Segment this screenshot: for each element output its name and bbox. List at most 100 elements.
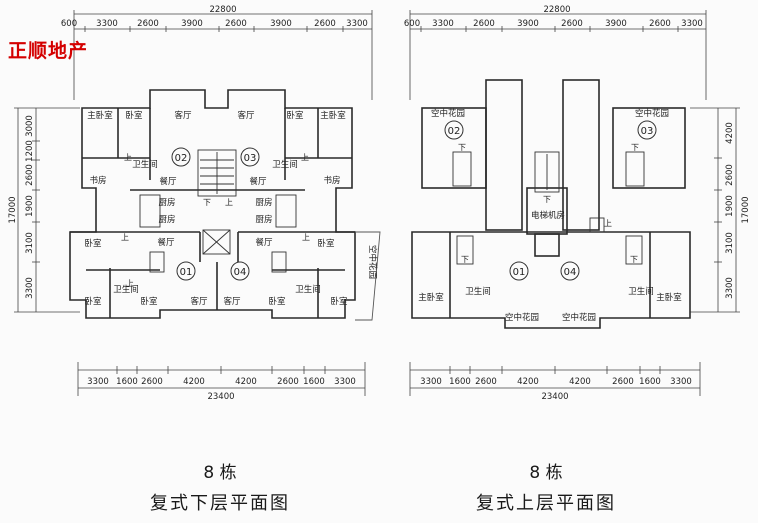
upper-floor-plan: 22800 600 3300 2600 3900 2600 3900 2600 … bbox=[404, 5, 751, 402]
stair-mark: 下 bbox=[458, 143, 466, 152]
room-label: 厨房 bbox=[255, 214, 272, 225]
upper-bottom-dim: 3300 bbox=[420, 377, 442, 387]
room-label: 卧室 bbox=[268, 296, 286, 307]
unit-marker bbox=[509, 261, 529, 281]
upper-walls bbox=[411, 79, 691, 329]
room-label: 空中花园 bbox=[431, 108, 465, 119]
lower-unit-markers bbox=[171, 147, 260, 281]
stair-mark: 上 bbox=[225, 198, 233, 207]
unit-marker bbox=[171, 147, 191, 167]
room-label: 电梯机房 bbox=[531, 210, 565, 221]
lower-left-dim: 1900 bbox=[25, 195, 35, 217]
stair-mark: 上 bbox=[124, 153, 132, 162]
unit-number: 02 bbox=[448, 126, 461, 137]
upper-bottom-total: 23400 bbox=[541, 392, 568, 402]
lower-left-dim: 3000 bbox=[25, 115, 35, 137]
upper-top-dimensions bbox=[409, 10, 707, 100]
upper-bottom-dim: 2600 bbox=[612, 377, 634, 387]
lower-building-label: 8 栋 bbox=[203, 463, 237, 483]
lower-bottom-dim: 1600 bbox=[116, 377, 138, 387]
stair-mark: 下 bbox=[461, 255, 469, 264]
room-label: 书房 bbox=[89, 175, 106, 186]
unit-number: 03 bbox=[641, 126, 654, 137]
upper-top-dim: 3900 bbox=[517, 19, 539, 29]
stair-mark: 下 bbox=[543, 195, 551, 204]
unit-number: 04 bbox=[564, 267, 577, 278]
lower-top-dim: 2600 bbox=[137, 19, 159, 29]
room-label: 卧室 bbox=[84, 238, 102, 249]
room-label: 空中花园 bbox=[562, 312, 596, 323]
lower-bottom-dim: 4200 bbox=[183, 377, 205, 387]
upper-bottom-dim: 2600 bbox=[475, 377, 497, 387]
room-label: 空中花园 bbox=[367, 245, 378, 279]
stair-mark: 上 bbox=[121, 233, 129, 242]
room-label: 客厅 bbox=[237, 110, 255, 121]
lower-floor-plan: 22800 600 3300 2600 3900 2600 3900 2600 … bbox=[8, 5, 381, 402]
upper-top-total: 22800 bbox=[543, 5, 570, 15]
room-label: 卧室 bbox=[140, 296, 158, 307]
room-label: 主卧室 bbox=[418, 292, 444, 303]
room-label: 书房 bbox=[323, 175, 340, 186]
upper-right-total: 17000 bbox=[741, 196, 751, 223]
lower-top-dim: 2600 bbox=[314, 19, 336, 29]
upper-bottom-dim: 3300 bbox=[670, 377, 692, 387]
upper-plan-title: 复式上层平面图 bbox=[476, 493, 616, 514]
lower-top-dimensions bbox=[73, 10, 373, 100]
room-label: 卫生间 bbox=[295, 284, 321, 295]
upper-top-dim: 2600 bbox=[649, 19, 671, 29]
lower-bottom-dim: 3300 bbox=[334, 377, 356, 387]
unit-marker bbox=[176, 261, 196, 281]
upper-building-label: 8 栋 bbox=[529, 463, 563, 483]
stair-mark: 上 bbox=[126, 279, 134, 288]
room-label: 餐厅 bbox=[157, 238, 175, 248]
lower-left-total: 17000 bbox=[8, 196, 18, 223]
room-label: 卫生间 bbox=[132, 159, 158, 170]
upper-right-dim: 4200 bbox=[725, 122, 735, 144]
room-label: 卧室 bbox=[125, 110, 143, 121]
room-label: 卫生间 bbox=[113, 284, 139, 295]
lower-top-dim: 3300 bbox=[346, 19, 368, 29]
room-label: 卫生间 bbox=[628, 286, 654, 297]
stair-mark: 下 bbox=[630, 255, 638, 264]
stair-mark: 上 bbox=[301, 153, 309, 162]
room-label: 客厅 bbox=[190, 296, 208, 307]
upper-top-dim: 3300 bbox=[681, 19, 703, 29]
room-label: 卧室 bbox=[286, 110, 304, 121]
upper-bottom-dim: 4200 bbox=[517, 377, 539, 387]
stair-mark: 上 bbox=[604, 219, 612, 228]
lower-left-dimensions bbox=[14, 107, 80, 313]
unit-number: 01 bbox=[180, 267, 193, 278]
stair-mark: 下 bbox=[631, 143, 639, 152]
upper-top-dim: 2600 bbox=[561, 19, 583, 29]
upper-right-dimensions bbox=[690, 107, 740, 313]
stair-mark: 上 bbox=[302, 233, 310, 242]
lower-left-dim: 2600 bbox=[25, 164, 35, 186]
room-label: 卧室 bbox=[84, 296, 102, 307]
upper-bottom-dim: 1600 bbox=[449, 377, 471, 387]
room-label: 厨房 bbox=[158, 197, 175, 208]
lower-top-dim: 3900 bbox=[270, 19, 292, 29]
unit-marker bbox=[637, 120, 657, 140]
upper-right-dim: 1900 bbox=[725, 195, 735, 217]
lower-left-dim: 1200 bbox=[25, 140, 35, 162]
upper-right-dim: 2600 bbox=[725, 164, 735, 186]
brand-logo: 正顺地产 bbox=[8, 40, 89, 62]
unit-marker bbox=[444, 120, 464, 140]
unit-number: 01 bbox=[513, 267, 526, 278]
room-label: 主卧室 bbox=[320, 110, 346, 121]
unit-marker bbox=[560, 261, 580, 281]
room-label: 客厅 bbox=[223, 296, 241, 307]
lower-bottom-dim: 3300 bbox=[87, 377, 109, 387]
room-label: 卫生间 bbox=[465, 286, 491, 297]
room-label: 客厅 bbox=[174, 110, 192, 121]
upper-right-dim: 3100 bbox=[725, 232, 735, 254]
unit-marker bbox=[240, 147, 260, 167]
upper-bottom-dim: 1600 bbox=[639, 377, 661, 387]
upper-unit-markers bbox=[444, 120, 657, 281]
lower-walls bbox=[69, 89, 356, 319]
room-label: 厨房 bbox=[158, 214, 175, 225]
lower-bottom-dim: 2600 bbox=[277, 377, 299, 387]
lower-bottom-total: 23400 bbox=[207, 392, 234, 402]
room-label: 卧室 bbox=[317, 238, 335, 249]
